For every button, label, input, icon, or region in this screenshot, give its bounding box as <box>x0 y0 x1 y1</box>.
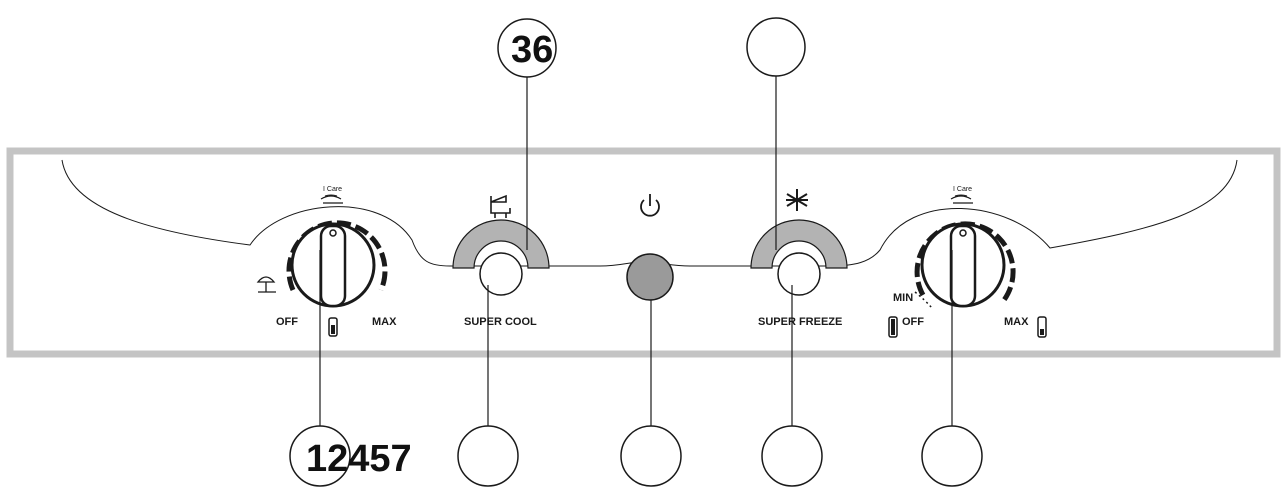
power-icon <box>640 194 660 217</box>
thermometer-full-icon <box>888 316 898 338</box>
right-dial-max-label: MAX <box>1004 316 1029 328</box>
right-dial-grip <box>949 224 977 308</box>
snowflake-icon <box>786 189 808 211</box>
thermometer-low-icon <box>1037 316 1047 338</box>
thermometer-icon <box>328 317 338 337</box>
callout-top-super-cool: 36 <box>497 18 557 78</box>
umbrella-icon <box>256 276 276 293</box>
hand-wash-icon <box>950 194 973 204</box>
leader-lines <box>319 72 953 426</box>
panel-frame <box>6 147 1281 358</box>
left-dial-indicator <box>329 229 337 237</box>
left-dial-top-label: I Care <box>323 186 342 193</box>
power-group <box>626 194 674 301</box>
left-dial-scale <box>286 220 388 291</box>
bottle-icon <box>490 194 511 218</box>
callout-top-super-freeze <box>746 17 806 77</box>
callout-bottom-super-freeze <box>761 425 823 487</box>
super-freeze-group: SUPER FREEZE <box>750 189 848 328</box>
left-dial-group: I Care OFF MAX <box>256 186 397 337</box>
callouts: 36 12457 <box>289 17 983 487</box>
callout-bottom-super-cool <box>457 425 519 487</box>
right-dial-min-label: MIN <box>893 292 913 304</box>
super-cool-arc <box>452 219 550 269</box>
power-button[interactable] <box>626 253 674 301</box>
super-freeze-label: SUPER FREEZE <box>758 316 842 328</box>
left-dial-off-label: OFF <box>276 316 298 328</box>
callout-bottom-left-dial: 12457 <box>289 425 412 487</box>
left-dial-grip <box>319 224 347 308</box>
panel-contour <box>61 159 1238 267</box>
callout-bottom-left-dial-number: 12457 <box>306 438 412 480</box>
right-dial-group: I Care MIN OFF MAX <box>888 186 1047 338</box>
super-cool-label: SUPER COOL <box>464 316 537 328</box>
super-freeze-arc <box>750 219 848 269</box>
hand-wash-icon <box>320 194 343 204</box>
super-cool-group: SUPER COOL <box>452 194 550 328</box>
super-cool-button[interactable] <box>479 252 523 296</box>
left-dial-max-label: MAX <box>372 316 397 328</box>
right-dial-indicator <box>959 229 967 237</box>
super-freeze-button[interactable] <box>777 252 821 296</box>
right-dial-top-label: I Care <box>953 186 972 193</box>
callout-bottom-right-dial <box>921 425 983 487</box>
callout-bottom-power <box>620 425 682 487</box>
right-dial-min-dots <box>914 291 933 309</box>
callout-top-super-cool-number: 36 <box>511 29 553 71</box>
right-dial-off-label: OFF <box>902 316 924 328</box>
